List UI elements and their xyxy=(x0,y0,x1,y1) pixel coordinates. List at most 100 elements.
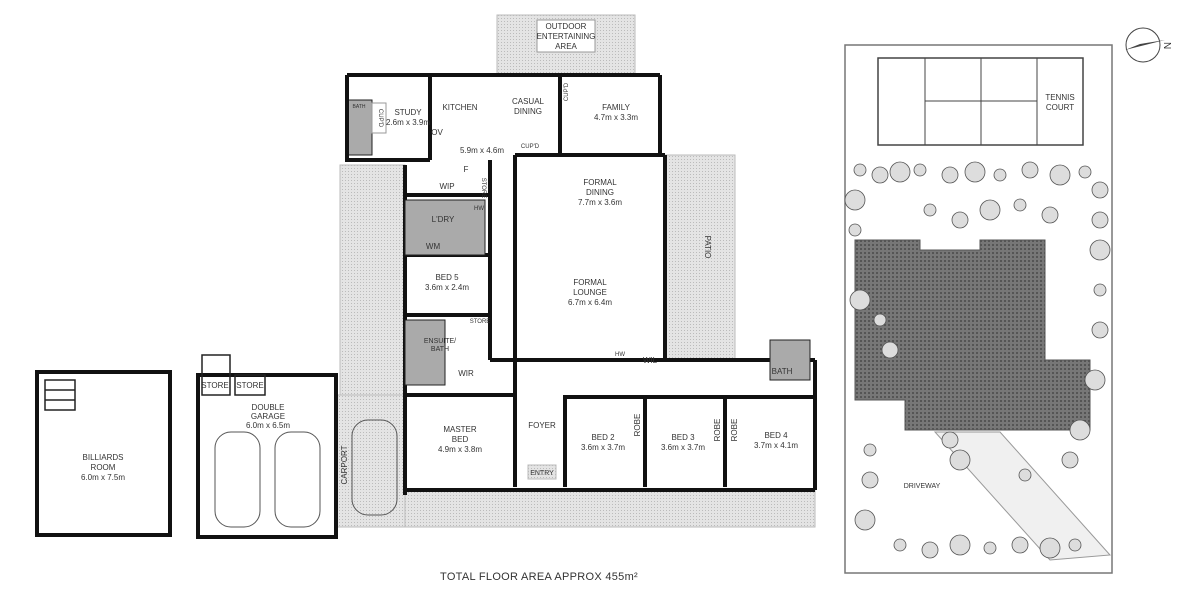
tree-icon xyxy=(1091,321,1109,339)
foyer-label: FOYER xyxy=(528,421,556,430)
robe-label: ROBE xyxy=(633,414,642,437)
carport-label: CARPORT xyxy=(340,445,349,484)
outdoor-label: OUTDOOR xyxy=(546,22,587,31)
store-label: STORE xyxy=(201,381,228,390)
store-label: STORE xyxy=(470,319,491,325)
front-veranda xyxy=(404,489,816,528)
formal-lounge-dimensions: 6.7m x 6.4m xyxy=(568,298,612,307)
bed2-label: BED 2 xyxy=(591,433,615,442)
tree-icon xyxy=(849,289,871,311)
tree-icon xyxy=(1068,538,1082,552)
master-bed-label: BED xyxy=(452,435,469,444)
carport xyxy=(336,394,406,528)
family-label: FAMILY xyxy=(602,103,631,112)
tennis-label: TENNIS xyxy=(1045,93,1074,102)
robe-label: ROBE xyxy=(713,419,722,442)
billiards-dimensions: 6.0m x 7.5m xyxy=(81,473,125,482)
tree-icon xyxy=(863,443,877,457)
tree-icon xyxy=(1093,283,1107,297)
tree-icon xyxy=(881,341,899,359)
formal-dining-dimensions: 7.7m x 3.6m xyxy=(578,198,622,207)
family-dimensions: 4.7m x 3.3m xyxy=(594,113,638,122)
tree-icon xyxy=(1018,468,1032,482)
tree-icon xyxy=(848,223,862,237)
tree-icon xyxy=(949,534,971,556)
tree-icon xyxy=(941,431,959,449)
outdoor-label: AREA xyxy=(555,42,577,51)
tennis-label: COURT xyxy=(1046,103,1074,112)
hot-water-label: HW xyxy=(474,206,484,212)
north-compass-icon: N xyxy=(1125,27,1172,63)
tree-icon xyxy=(1069,419,1091,441)
formal-dining-label: DINING xyxy=(586,188,614,197)
bed4-dimensions: 3.7m x 4.1m xyxy=(754,441,798,450)
cupd-label: CUP'D xyxy=(521,144,540,150)
kitchen-dimensions: 5.9m x 4.6m xyxy=(460,146,504,155)
tree-icon xyxy=(844,189,866,211)
tree-icon xyxy=(949,449,971,471)
house-roof xyxy=(854,239,1091,431)
bed3-label: BED 3 xyxy=(671,433,695,442)
site-plan xyxy=(844,44,1113,574)
kitchen-label: KITCHEN xyxy=(442,103,477,112)
cupd-label: CUP'D xyxy=(564,82,570,101)
tree-icon xyxy=(1091,181,1109,199)
bath-label: BATH xyxy=(353,104,366,110)
billiards-label: ROOM xyxy=(91,463,116,472)
entry-label: ENTRY xyxy=(530,470,554,477)
tree-icon xyxy=(1049,164,1071,186)
tree-icon xyxy=(1078,165,1092,179)
tree-icon xyxy=(861,471,879,489)
car-icons xyxy=(214,419,398,528)
outdoor-label: ENTERTAINING xyxy=(537,32,596,41)
wir-label: WIR xyxy=(458,369,474,378)
tree-icon xyxy=(921,541,939,559)
master-bed-dimensions: 4.9m x 3.8m xyxy=(438,445,482,454)
bed4-label: BED 4 xyxy=(764,431,788,440)
bed2-dimensions: 3.6m x 3.7m xyxy=(581,443,625,452)
study-label: STUDY xyxy=(394,108,422,117)
garage-dimensions: 6.0m x 6.5m xyxy=(246,421,290,430)
tree-icon xyxy=(1011,536,1029,554)
garage-label: DOUBLE xyxy=(252,403,285,412)
robe-label: ROBE xyxy=(730,419,739,442)
store-label: STORE xyxy=(480,178,486,199)
tree-icon xyxy=(964,161,986,183)
casual-dining-label: DINING xyxy=(514,107,542,116)
tree-icon xyxy=(1061,451,1079,469)
ensuite-label: ENSUITE/ xyxy=(424,338,456,345)
tree-icon xyxy=(893,538,907,552)
cupd-label: CUP'D xyxy=(377,109,383,128)
billiards-label: BILLIARDS xyxy=(83,453,124,462)
tree-icon xyxy=(1084,369,1106,391)
tree-icon xyxy=(993,168,1007,182)
ensuite-label: BATH xyxy=(431,346,449,353)
store-label: STORE xyxy=(236,381,263,390)
tree-icon xyxy=(913,163,927,177)
bed5-dimensions: 3.6m x 2.4m xyxy=(425,283,469,292)
total-floor-area: TOTAL FLOOR AREA APPROX 455m² xyxy=(440,571,639,583)
tree-icon xyxy=(889,161,911,183)
study-dimensions: 2.6m x 3.9m xyxy=(386,118,430,127)
tree-icon xyxy=(853,163,867,177)
oven-label: OV xyxy=(431,128,443,137)
patio-label: PATIO xyxy=(703,236,712,259)
side-walkway xyxy=(339,164,406,396)
tree-icon xyxy=(871,166,889,184)
tree-icon xyxy=(1089,239,1111,261)
svg-text:N: N xyxy=(1161,42,1172,49)
laundry-label: L'DRY xyxy=(432,215,455,224)
formal-lounge-label: LOUNGE xyxy=(573,288,607,297)
tree-icon xyxy=(1013,198,1027,212)
formal-dining-label: FORMAL xyxy=(583,178,617,187)
fridge-label: F xyxy=(464,165,469,174)
master-bed-label: MASTER xyxy=(443,425,477,434)
patio xyxy=(664,154,736,361)
bath-label: BATH xyxy=(772,367,793,376)
washing-machine-label: WM xyxy=(426,242,441,251)
bed5-label: BED 5 xyxy=(435,273,459,282)
tree-icon xyxy=(951,211,969,229)
hot-water-label: HW xyxy=(615,352,625,358)
formal-lounge-label: FORMAL xyxy=(573,278,607,287)
tree-icon xyxy=(923,203,937,217)
